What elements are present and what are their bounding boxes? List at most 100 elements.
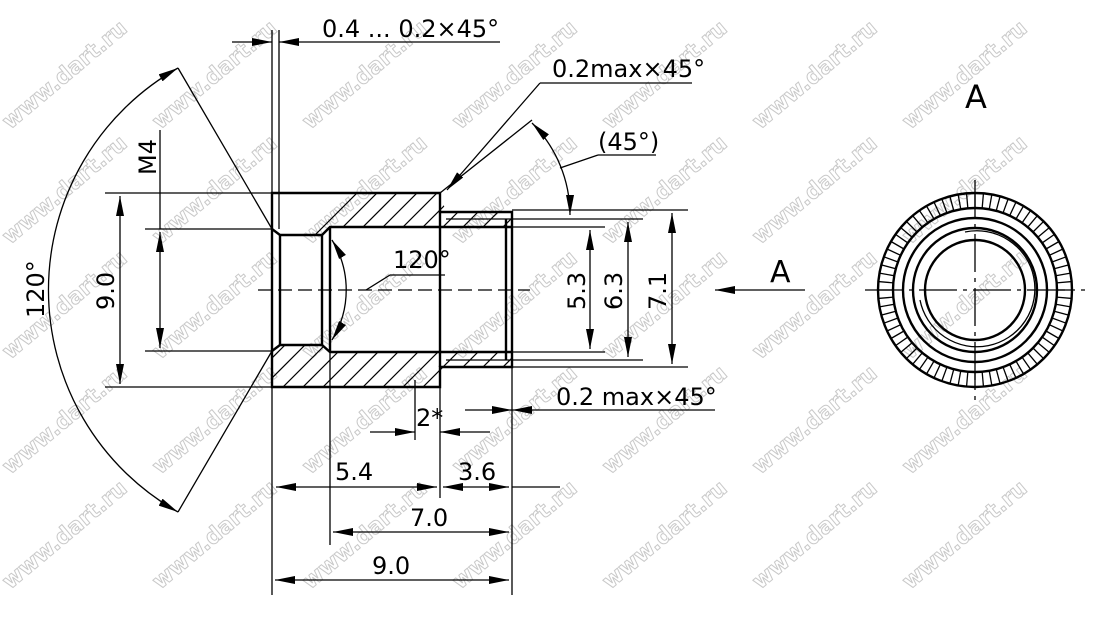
knurl-tick [1021, 356, 1032, 370]
knurl-tick [1032, 220, 1045, 233]
knurl-tick [912, 352, 923, 365]
knurl-tick [1027, 215, 1038, 228]
dimension-labels: 0.4 ... 0.2×45° 0.2max×45° (45°) 120° M4… [22, 15, 987, 580]
view-a-label: A [965, 78, 987, 116]
knurl-tick [995, 196, 1001, 211]
knurl-tick [1054, 310, 1069, 316]
knurl-tick [1045, 240, 1060, 250]
knurl-tick [1051, 256, 1067, 263]
knurl-tick [949, 369, 955, 384]
angle-120-outer-label: 120° [22, 260, 50, 318]
knurl-tick [881, 310, 896, 316]
knurl-tick [886, 324, 901, 332]
thread-m4-label: M4 [134, 139, 162, 175]
knurl-tick [883, 317, 899, 324]
knurl-tick [949, 196, 955, 211]
dimension-lines [47, 38, 805, 584]
knurl-tick [879, 303, 895, 308]
watermark-text: www.dart.ru [0, 16, 132, 135]
knurl-tick [878, 296, 894, 300]
knurl-tick [1021, 210, 1032, 224]
watermark-text: www.dart.ru [148, 246, 283, 365]
watermark-text: www.dart.ru [148, 361, 283, 480]
chamfer-bottom-right-label: 0.2 max×45° [556, 383, 717, 411]
knurl-tick [1002, 198, 1009, 214]
watermark-text: www.dart.ru [748, 361, 883, 480]
knurl-tick [1015, 205, 1025, 220]
knurl-tick [988, 370, 993, 386]
knurl-tick [890, 240, 905, 250]
watermark-text: www.dart.ru [0, 476, 132, 595]
knurl-tick [1056, 280, 1072, 284]
knurl-tick [965, 193, 969, 209]
knurl-tick [918, 356, 929, 370]
watermark-text: www.dart.ru [448, 131, 583, 250]
knurl-tick [918, 210, 929, 224]
knurl-tick [1015, 360, 1025, 375]
knurl-tick [895, 336, 909, 347]
knurl-tick [1049, 324, 1064, 332]
knurl-tick [1055, 272, 1071, 277]
knurl-tick [995, 369, 1001, 384]
watermark-text: www.dart.ru [748, 476, 883, 595]
length-3-6-label: 3.6 [458, 458, 496, 486]
knurl-tick [1041, 336, 1055, 347]
knurl-tick [879, 272, 895, 277]
watermark-text: www.dart.ru [598, 361, 733, 480]
knurl-tick [1054, 264, 1069, 270]
knurl-tick [957, 370, 962, 386]
knurl-tick [1009, 201, 1017, 216]
knurl-tick [890, 330, 905, 340]
knurl-tick [1009, 364, 1017, 379]
knurl-tick [878, 280, 894, 284]
knurl-tick [883, 256, 899, 263]
knurl-tick [881, 264, 896, 270]
knurl-tick [1041, 233, 1055, 244]
knurl-tick [941, 366, 948, 382]
watermark-text: www.dart.ru [598, 476, 733, 595]
diameter-6-3-label: 6.3 [600, 272, 628, 310]
knurl-tick [1037, 227, 1050, 238]
watermark-text: www.dart.ru [748, 246, 883, 365]
knurl-tick [933, 364, 941, 379]
watermark-text: www.dart.ru [448, 476, 583, 595]
watermark-text: www.dart.ru [0, 131, 132, 250]
diameter-9-label: 9.0 [92, 272, 120, 310]
knurl-tick [988, 194, 993, 210]
watermark-text: www.dart.ru [898, 476, 1033, 595]
diameter-5-3-label: 5.3 [563, 272, 591, 310]
watermark-text: www.dart.ru [148, 131, 283, 250]
knurl-tick [981, 371, 985, 387]
watermark-text: www.dart.ru [148, 476, 283, 595]
knurl-tick [1056, 296, 1072, 300]
knurl-tick [895, 233, 909, 244]
watermark-text: www.dart.ru [298, 476, 433, 595]
knurl-tick [1037, 342, 1050, 353]
knurl-tick [957, 194, 962, 210]
watermark-text: www.dart.ru [748, 131, 883, 250]
knurl-tick [933, 201, 941, 216]
length-2-label: 2* [416, 404, 443, 432]
knurl-tick [941, 198, 948, 214]
diameter-7-1-label: 7.1 [644, 272, 672, 310]
chamfer-top-right-label: 0.2max×45° [552, 55, 705, 83]
end-view-a [865, 180, 1085, 400]
watermark-text: www.dart.ru [148, 16, 283, 135]
knurl-tick [1045, 330, 1060, 340]
watermark-text: www.dart.ru [0, 361, 132, 480]
knurl-tick [981, 193, 985, 209]
knurl-tick [1002, 366, 1009, 382]
watermark-text: www.dart.ru [748, 16, 883, 135]
length-9-0-label: 9.0 [372, 552, 410, 580]
watermark-text: www.dart.ru [898, 16, 1033, 135]
knurl-tick [905, 347, 918, 360]
knurl-tick [900, 342, 913, 353]
knurl-tick [912, 215, 923, 228]
knurl-tick [1055, 303, 1071, 308]
knurl-tick [925, 205, 935, 220]
chamfer-top-left-label: 0.4 ... 0.2×45° [322, 15, 499, 43]
knurl-tick [965, 371, 969, 387]
